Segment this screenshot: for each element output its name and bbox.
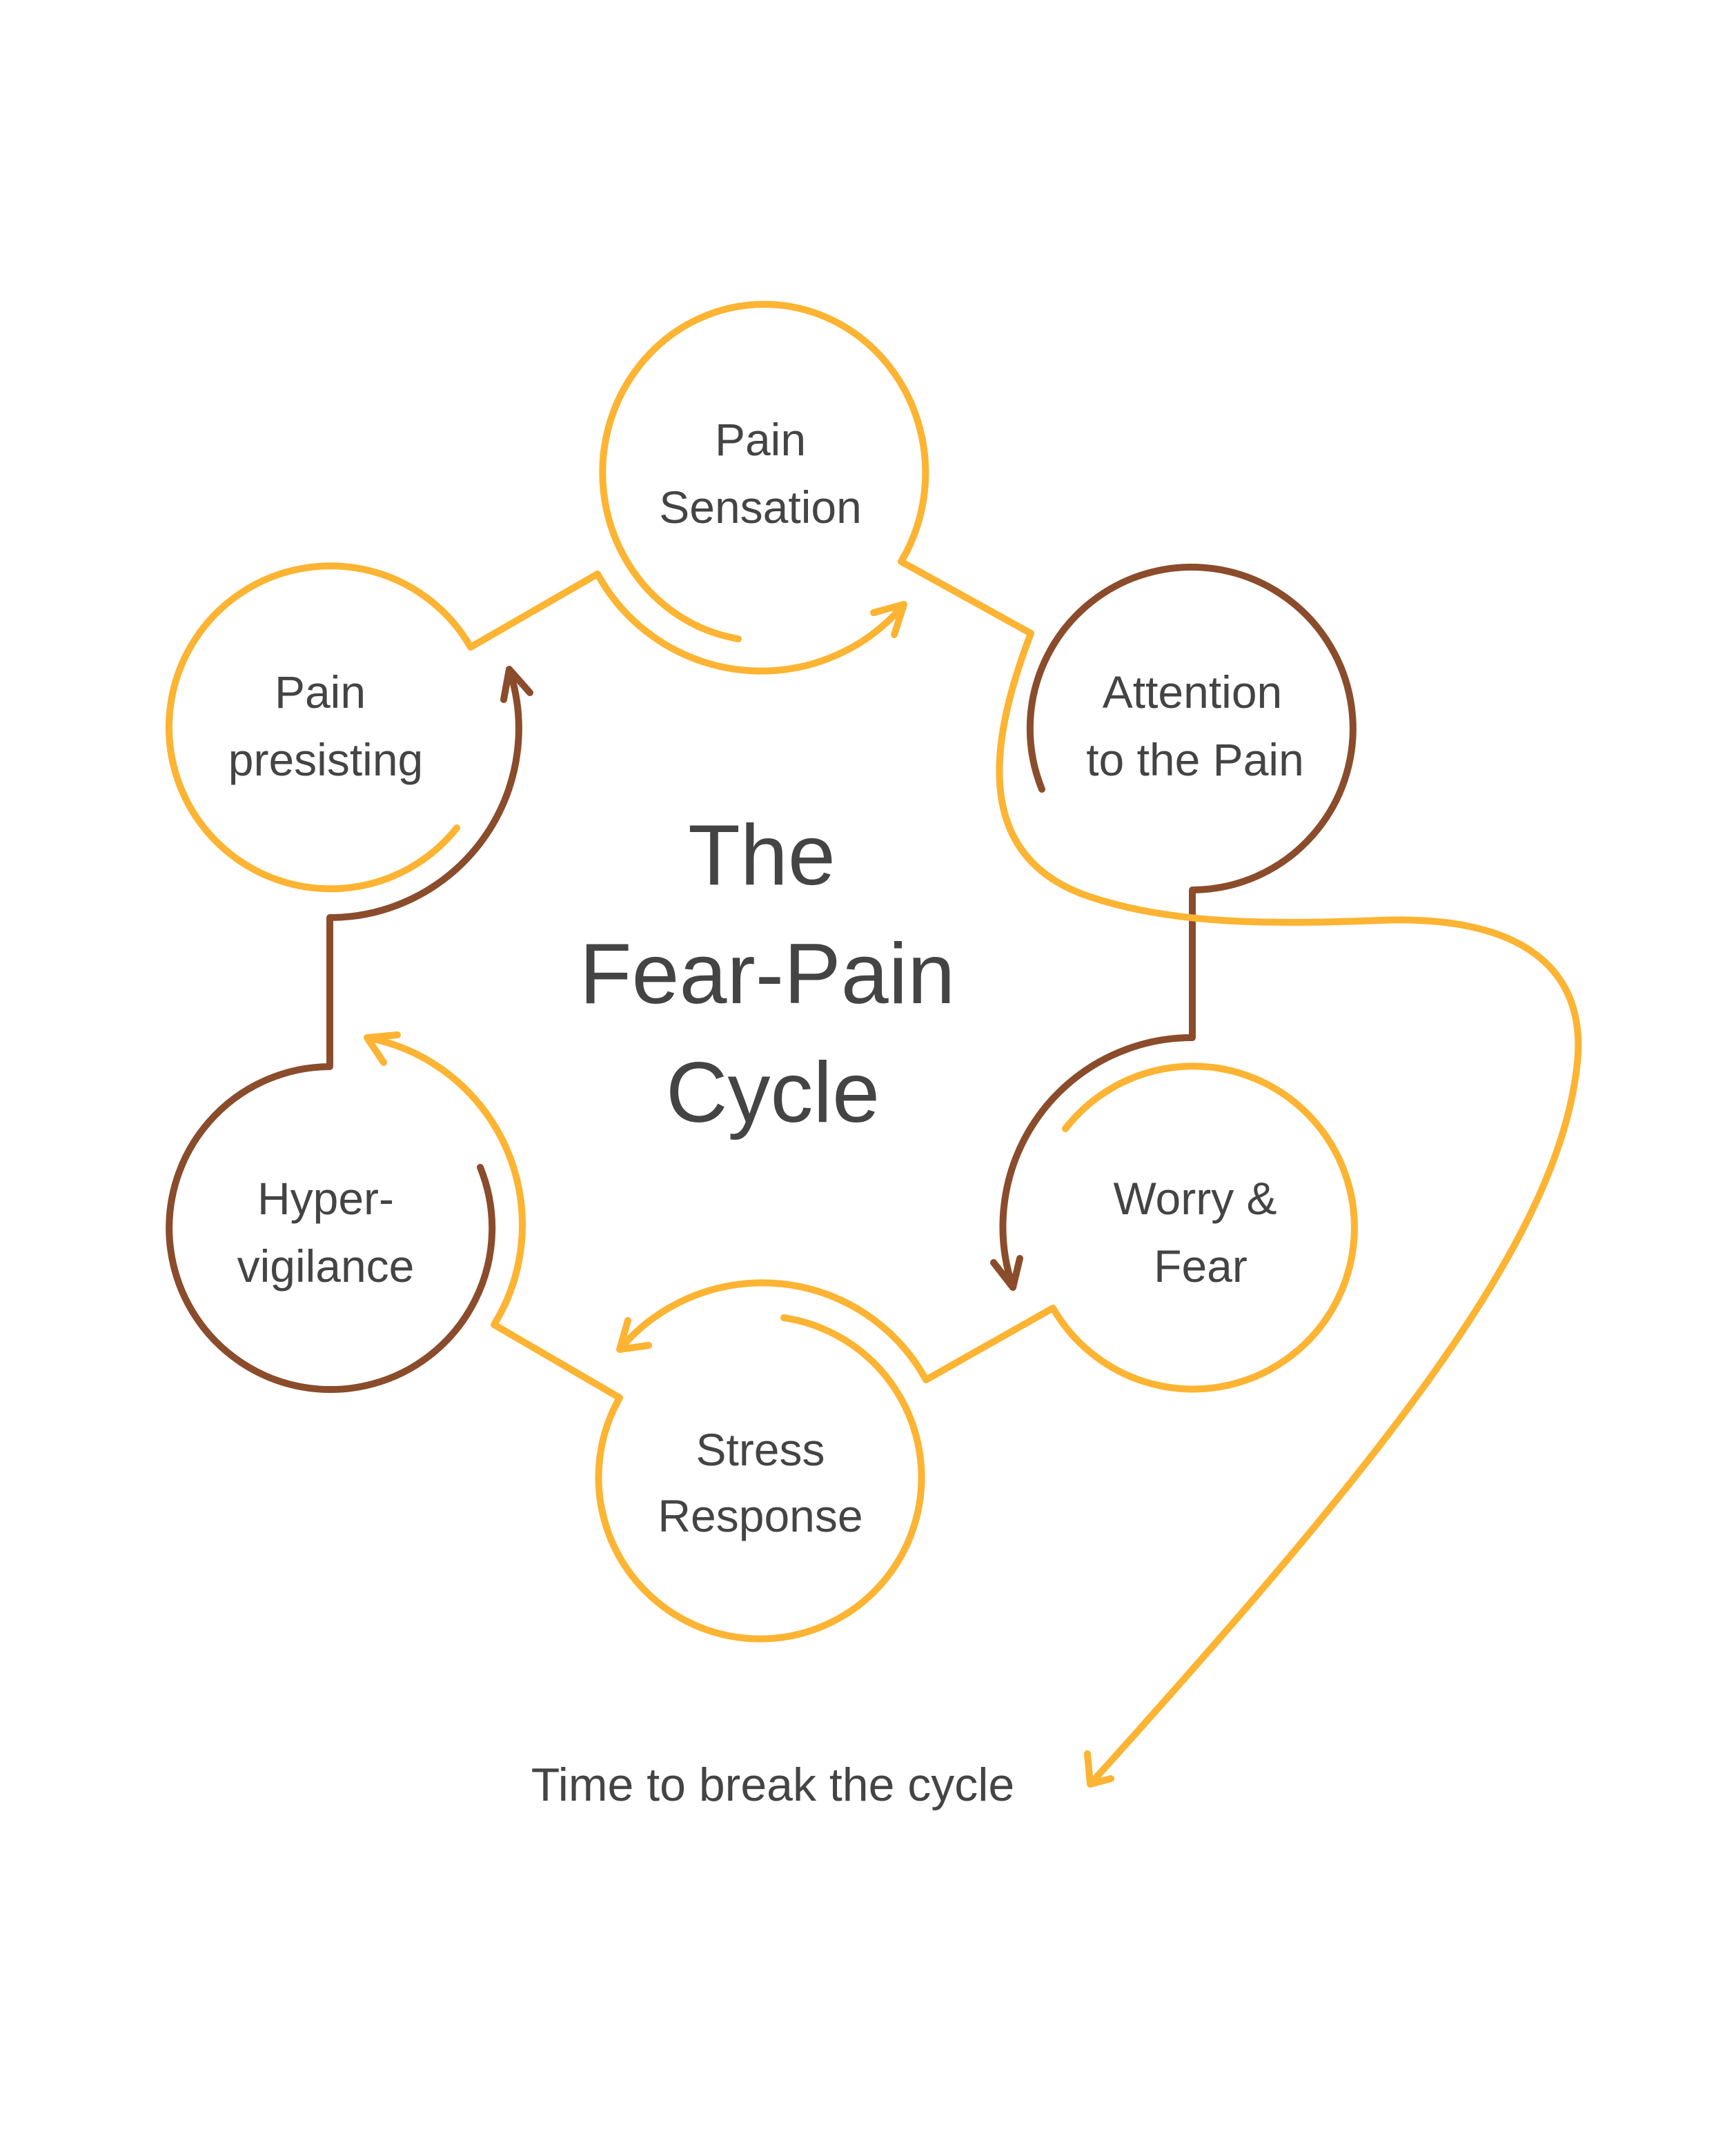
- title-line2: Fear-Pain: [580, 927, 955, 1022]
- node-attention-line1: Attention: [1103, 666, 1283, 718]
- node-pain-sensation-line1: Pain: [715, 414, 806, 465]
- node-hypervigilance-line2: vigilance: [237, 1240, 415, 1292]
- worry-fear-ring-arrow: [616, 1062, 1358, 1393]
- break-cycle-arrow: [996, 630, 1582, 1788]
- pain-sensation-ring: [599, 301, 1034, 642]
- pain-presisting-to-sensation-arrow: [165, 562, 907, 893]
- stress-response-ring-arrow: [364, 1031, 925, 1643]
- node-worry-line2: Fear: [1154, 1240, 1248, 1292]
- footer-caption: Time to break the cycle: [531, 1759, 1014, 1811]
- node-hypervigilance-line1: Hyper-: [257, 1173, 394, 1224]
- node-pain-presisting-line2: presisting: [228, 734, 423, 785]
- node-pain-presisting-line1: Pain: [275, 666, 366, 718]
- node-worry-line1: Worry &: [1113, 1173, 1276, 1224]
- node-attention-line2: to the Pain: [1086, 734, 1304, 785]
- hypervigilance-ring-arrow: [166, 666, 533, 1393]
- attention-ring-arrow: [990, 564, 1357, 1291]
- title-line1: The: [688, 808, 836, 903]
- node-pain-sensation-line2: Sensation: [659, 482, 862, 533]
- node-stress-line2: Response: [658, 1490, 862, 1541]
- node-stress-line1: Stress: [696, 1424, 825, 1475]
- title-line3: Cycle: [666, 1045, 880, 1140]
